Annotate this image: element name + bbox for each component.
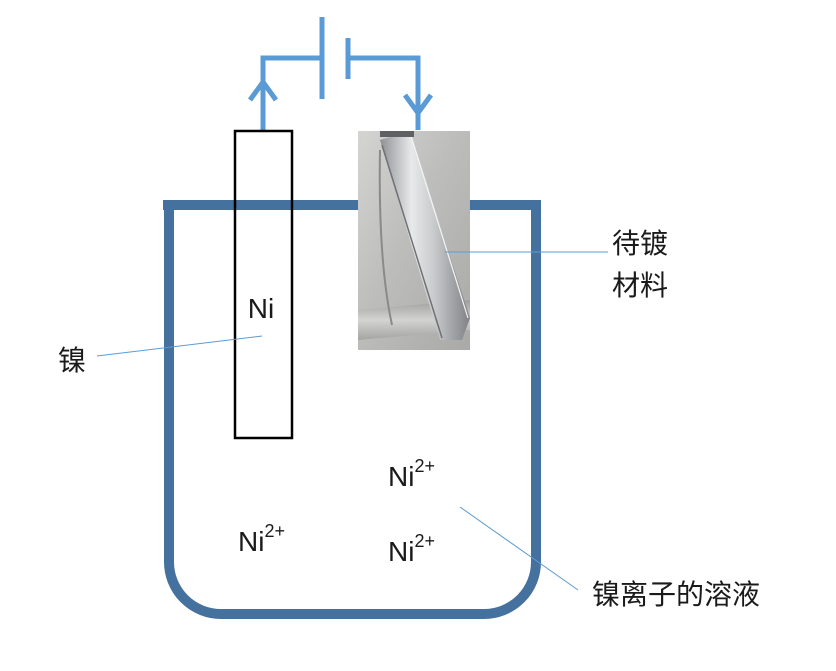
nickel-ion: Ni2+ — [238, 521, 285, 557]
beaker — [163, 200, 541, 619]
nickel-leader — [96, 335, 263, 357]
nickel-label-text: 镍 — [58, 345, 86, 376]
plating-material-image — [358, 131, 470, 350]
nickel-label: 镍 — [58, 335, 263, 376]
nickel-ion: Ni2+ — [388, 531, 435, 567]
plating-material-label: 待镀 材料 — [445, 228, 668, 301]
wire-right — [348, 55, 421, 130]
arrow-up-icon — [247, 77, 279, 102]
battery-icon — [319, 17, 351, 99]
plating-material-label-line1: 待镀 — [612, 228, 668, 259]
nickel-ion: Ni2+ — [388, 456, 435, 492]
solution-leader — [459, 506, 579, 591]
beaker-body — [164, 205, 541, 619]
arrow-down-icon — [402, 93, 434, 118]
nickel-electrode: Ni — [233, 129, 294, 440]
solution-label: 镍离子的溶液 — [459, 506, 760, 610]
electrode-symbol: Ni — [248, 293, 274, 324]
plating-material-label-line2: 材料 — [612, 270, 668, 301]
wire-left — [260, 55, 322, 130]
solution-label-text: 镍离子的溶液 — [592, 579, 760, 610]
circuit — [247, 17, 434, 130]
